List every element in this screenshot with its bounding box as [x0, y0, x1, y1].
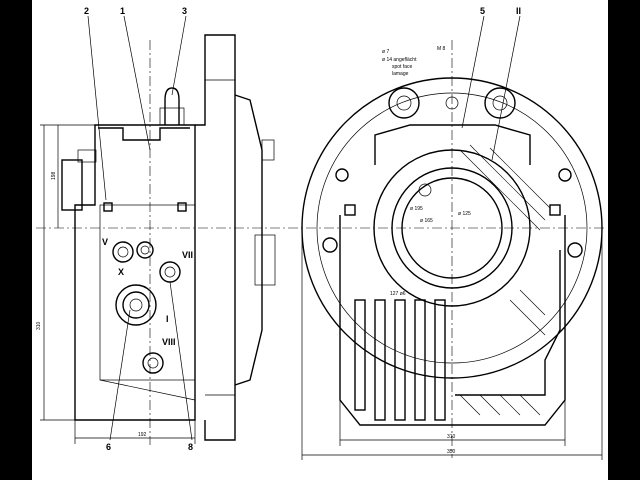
- front-view: [301, 77, 603, 460]
- lifting-eye-left: [388, 87, 420, 119]
- housing-outline: [74, 124, 196, 421]
- note-dia-195: ø 195: [410, 206, 423, 212]
- drawing-sheet: 2 1 3 5 II 6 8 V X VII VIII I ø 7 ø 14 a…: [32, 0, 608, 480]
- note-127: 127 ø6: [390, 291, 406, 297]
- cooling-fins: [354, 299, 446, 421]
- inner-section: [99, 204, 196, 381]
- callout-v: V: [102, 237, 108, 247]
- callout-viii: VIII: [162, 337, 176, 347]
- callout-ii: II: [516, 6, 521, 16]
- housing-top: [374, 124, 531, 165]
- bolt-l1: [322, 237, 338, 253]
- callout-x: X: [118, 267, 124, 277]
- plug-viii: [142, 352, 164, 374]
- callout-3: 3: [182, 6, 187, 16]
- bolt-l2: [335, 168, 349, 182]
- section-outline: [455, 250, 561, 396]
- vent-pipe: [164, 87, 180, 125]
- bolt-r3: [549, 204, 561, 216]
- bore-ring: [391, 167, 513, 289]
- callout-6: 6: [106, 442, 111, 452]
- plug-vii: [159, 261, 181, 283]
- callout-vii: VII: [182, 250, 193, 260]
- dim-height-left: 310: [36, 321, 42, 330]
- dim-width-left: 192: [138, 432, 147, 438]
- dim-upper-left: 198: [51, 171, 57, 180]
- technical-drawing: 2 1 3 5 II 6 8 V X VII VIII I ø 7 ø 14 a…: [36, 6, 604, 460]
- note-spot-face-en: spot face: [392, 64, 413, 70]
- note-spot-face-fr: lamage: [392, 71, 409, 77]
- bolt-r1: [558, 168, 572, 182]
- dim-width-right-inner: 310: [447, 434, 456, 440]
- side-view: [40, 34, 276, 444]
- vent-base: [159, 107, 185, 126]
- bolt-right: [177, 202, 187, 212]
- note-dia-125: ø 125: [458, 211, 471, 217]
- housing-top-step: [98, 127, 190, 141]
- left-cover: [61, 159, 83, 211]
- housing-body: [339, 215, 566, 426]
- key-hole: [418, 183, 432, 197]
- note-dia-165: ø 165: [420, 218, 433, 224]
- bore-outer: [373, 149, 531, 307]
- callout-8: 8: [188, 442, 193, 452]
- bolt-circle: [316, 92, 588, 364]
- section-hatching: [459, 144, 551, 416]
- leader-lines: [87, 15, 521, 441]
- lifting-eye-right: [484, 87, 516, 119]
- note-thread: M 8: [437, 46, 446, 52]
- plug-v: [112, 241, 134, 263]
- flange-lug-top: [261, 139, 275, 161]
- shaft-boss: [115, 284, 157, 326]
- top-plug: [445, 96, 459, 110]
- callout-1: 1: [120, 6, 125, 16]
- plug-x: [136, 241, 154, 259]
- callout-5: 5: [480, 6, 485, 16]
- dim-width-right-outer: 350: [447, 449, 456, 455]
- flange-window: [254, 234, 276, 286]
- note-spot-face-de: ø 14 angeflächt: [382, 57, 417, 63]
- left-boss: [77, 149, 97, 163]
- bore-inner: [401, 177, 503, 279]
- flange-hub: [234, 94, 263, 386]
- bolt-l3: [344, 204, 356, 216]
- bolt-r2: [567, 242, 583, 258]
- bolt-left: [103, 202, 113, 212]
- note-hole-dia: ø 7: [382, 49, 389, 55]
- callout-2: 2: [84, 6, 89, 16]
- callout-i: I: [166, 314, 169, 324]
- flange: [195, 34, 236, 441]
